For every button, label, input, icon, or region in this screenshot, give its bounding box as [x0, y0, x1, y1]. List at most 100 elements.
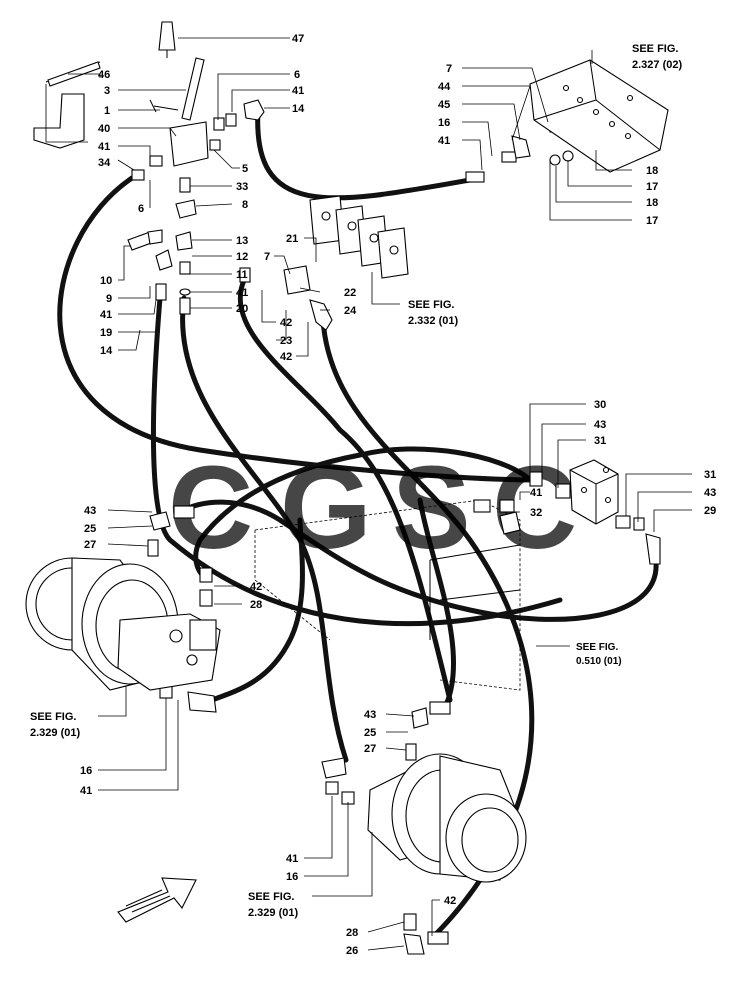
callout-43-c: 43 — [84, 505, 96, 517]
callout-9: 9 — [106, 293, 112, 305]
callout-22: 22 — [344, 287, 356, 299]
callout-42-d: 42 — [444, 895, 456, 907]
solenoid-valve-bank — [309, 195, 409, 279]
callout-18-a: 18 — [646, 165, 658, 177]
callout-41-f: 41 — [530, 487, 542, 499]
callout-27-b: 27 — [364, 743, 376, 755]
callout-41-e: 41 — [438, 135, 450, 147]
hose-30 — [193, 446, 531, 581]
callout-30: 30 — [594, 399, 606, 411]
pedal-assembly — [33, 21, 209, 167]
callout-47: 47 — [292, 33, 304, 45]
ref-fig-2327-line1: SEE FIG. — [632, 43, 678, 55]
callout-17-a: 17 — [646, 181, 658, 193]
callout-41-h: 41 — [286, 853, 298, 865]
callout-42-b: 42 — [280, 351, 292, 363]
callout-16-a: 16 — [438, 117, 450, 129]
manifold-mid-right — [569, 459, 619, 525]
callout-12: 12 — [236, 251, 248, 263]
callout-6-a: 6 — [138, 203, 144, 215]
callout-41-c: 41 — [236, 287, 248, 299]
hose-14-long — [57, 175, 543, 483]
hose-lines — [57, 107, 659, 943]
hose-24 — [320, 317, 535, 943]
callout-41-g: 41 — [80, 785, 92, 797]
callout-16-b: 16 — [80, 765, 92, 777]
ref-fig-2329-left-line1: SEE FIG. — [30, 711, 76, 723]
callout-41-a: 41 — [98, 141, 110, 153]
plate-40 — [169, 121, 209, 167]
ref-fig-2329-bottom-line1: SEE FIG. — [248, 891, 294, 903]
watermark-letter-s: S — [392, 442, 471, 574]
callout-7-a: 7 — [446, 63, 452, 75]
callout-33: 33 — [236, 181, 248, 193]
callout-20: 20 — [236, 303, 248, 315]
chassis-frame — [254, 499, 521, 691]
callout-7-b: 7 — [264, 251, 270, 263]
callout-32: 32 — [530, 507, 542, 519]
hose-14-upper — [255, 107, 473, 201]
ref-fig-2332-line1: SEE FIG. — [408, 299, 454, 311]
callout-6-b: 6 — [294, 69, 300, 81]
callout-40: 40 — [98, 123, 110, 135]
callout-29: 29 — [704, 505, 716, 517]
hose-43-lower — [417, 497, 456, 708]
callout-41-b: 41 — [292, 85, 304, 97]
callout-42-c: 42 — [250, 581, 262, 593]
pedal-lever — [181, 57, 205, 121]
callout-26: 26 — [346, 945, 358, 957]
callout-5: 5 — [242, 163, 248, 175]
left-travel-motor — [25, 557, 221, 691]
ref-fig-0510-line2: 0.510 (01) — [576, 656, 622, 667]
knob — [158, 21, 176, 51]
callout-3: 3 — [104, 85, 110, 97]
callout-43-a: 43 — [594, 419, 606, 431]
callout-28-a: 28 — [250, 599, 262, 611]
ref-fig-2329-bottom-line2: 2.329 (01) — [248, 907, 298, 919]
callout-numbers: 47 46 3 1 40 41 34 6 6 41 14 5 33 8 13 1… — [80, 33, 716, 957]
callout-25-a: 25 — [84, 523, 96, 535]
watermark-letter-g: G — [280, 442, 372, 574]
callout-21: 21 — [286, 233, 298, 245]
hose-motor-left — [209, 517, 305, 703]
watermark: C G S C — [168, 442, 577, 574]
callout-25-b: 25 — [364, 727, 376, 739]
callout-43-b: 43 — [704, 487, 716, 499]
callout-13: 13 — [236, 235, 248, 247]
callout-14-a: 14 — [292, 103, 305, 115]
callout-10: 10 — [100, 275, 112, 287]
callout-44: 44 — [438, 81, 451, 93]
callout-18-b: 18 — [646, 197, 658, 209]
callout-45: 45 — [438, 99, 450, 111]
bracket-34 — [33, 93, 85, 149]
callout-24: 24 — [344, 305, 357, 317]
direction-arrow-icon — [117, 877, 197, 923]
callout-17-b: 17 — [646, 215, 658, 227]
ref-fig-2332-line2: 2.332 (01) — [408, 315, 458, 327]
callout-16-c: 16 — [286, 871, 298, 883]
figure-references: SEE FIG. 2.327 (02) SEE FIG. 2.332 (01) … — [30, 43, 682, 919]
hose-23 — [237, 275, 453, 703]
leader-lines — [45, 37, 692, 951]
ref-fig-2327-line2: 2.327 (02) — [632, 59, 682, 71]
manifold-top-right — [529, 59, 669, 173]
callout-31-b: 31 — [704, 469, 716, 481]
hose-29 — [177, 499, 659, 622]
callout-28-b: 28 — [346, 927, 358, 939]
ref-fig-2329-left-line2: 2.329 (01) — [30, 727, 80, 739]
callout-34: 34 — [98, 157, 111, 169]
callout-42-a: 42 — [280, 317, 292, 329]
callout-23: 23 — [280, 335, 292, 347]
callout-11: 11 — [236, 269, 248, 281]
fittings — [127, 99, 661, 955]
callout-27-a: 27 — [84, 539, 96, 551]
callout-19: 19 — [100, 327, 112, 339]
bottom-travel-motor — [367, 753, 527, 883]
callout-46: 46 — [98, 69, 110, 81]
ref-fig-0510-line1: SEE FIG. — [576, 642, 618, 653]
callout-43-d: 43 — [364, 709, 376, 721]
callout-14-b: 14 — [100, 345, 113, 357]
callout-8: 8 — [242, 199, 248, 211]
callout-41-d: 41 — [100, 309, 112, 321]
